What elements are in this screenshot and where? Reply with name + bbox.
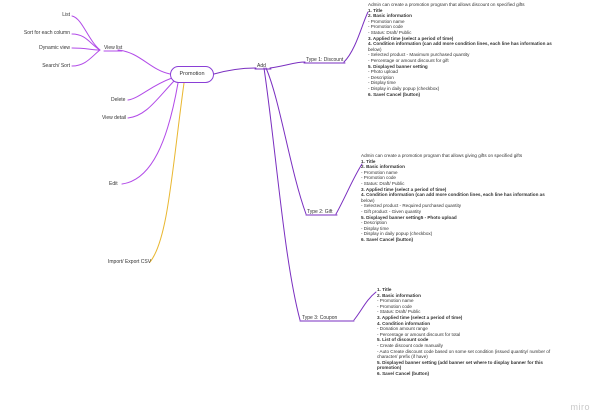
node-view-detail[interactable]: View detail: [102, 115, 127, 121]
detail-line: 1. Title: [377, 287, 392, 292]
edge-root-delete: [127, 77, 173, 101]
detail-line: - Promotion name: [368, 18, 405, 24]
detail-line: - Selected product - Required purchased …: [361, 203, 462, 209]
node-dynamic-view[interactable]: Dynamic view: [39, 45, 70, 51]
detail-line: - Status: Draft/ Public: [377, 309, 421, 315]
detail-line: - Create discount code manually: [377, 342, 443, 348]
detail-line: 5. Displayed banner setting: [368, 63, 428, 69]
node-delete[interactable]: Delete: [111, 97, 126, 103]
edge-root-edit: [121, 82, 179, 185]
edge-root-import-export: [149, 82, 185, 263]
detail-line: 5. Displayed banner setting5 - Photo upl…: [361, 214, 457, 220]
edge-type3-detail: [353, 291, 377, 321]
detail-line: - Percentage or amount discount for gift: [368, 57, 449, 63]
detail-line: 4. Condition information: [377, 320, 431, 326]
edge-root-view-detail: [127, 80, 175, 119]
detail-line: below): [368, 46, 382, 52]
detail-line: 2. Basic information: [368, 13, 412, 19]
detail-line: promotion): [377, 365, 402, 371]
detail-line: below): [361, 197, 375, 203]
edge-add-type1: [269, 61, 306, 69]
edge-view-list-dynamic-view: [71, 47, 101, 51]
detail-line: Admin can create a promotion program tha…: [361, 153, 523, 158]
edge-root-add: [213, 67, 257, 75]
detail-line: - Status: Draft/ Public: [361, 180, 405, 186]
node-type2-gift[interactable]: Type 2: Gift: [307, 209, 333, 215]
detail-line: - Description: [361, 220, 387, 226]
node-import-export-csv[interactable]: Import/ Export CSV: [108, 259, 152, 265]
edge-root-view-list: [117, 49, 171, 75]
detail-line: - Selected product - Maximum purchased q…: [368, 52, 470, 58]
detail-line: - Promotion code: [361, 175, 396, 181]
type1-detail-text: Admin can create a promotion program tha…: [368, 2, 552, 97]
detail-line: - Percentage or amount discount for tota…: [377, 331, 461, 337]
detail-line: 5. List of discount code: [377, 337, 429, 343]
detail-line: - Display in daily popup (checkbox): [368, 85, 440, 91]
edge-view-list-list: [71, 15, 101, 51]
detail-line: 3. Applied time (select a period of time…: [377, 314, 463, 320]
detail-line: 4. Condition information (can add more c…: [361, 192, 545, 198]
node-edit[interactable]: Edit: [109, 181, 118, 187]
edge-add-type3: [263, 67, 301, 321]
detail-line: - Status: Draft/ Public: [368, 29, 412, 35]
detail-line: 2. Basic information: [377, 292, 421, 298]
edge-add-type2: [265, 67, 307, 215]
detail-line: 5. Displayed banner setting (add banner …: [377, 359, 543, 365]
detail-line: - Description: [368, 74, 394, 80]
detail-line: - Promotion name: [361, 169, 398, 175]
edge-view-list-search-sort: [71, 49, 101, 67]
detail-line: - Display time: [368, 80, 396, 86]
type2-detail-text: Admin can create a promotion program tha…: [361, 153, 545, 243]
detail-line: 2. Basic information: [361, 164, 405, 170]
detail-line: - Promotion name: [377, 298, 414, 304]
detail-line: - Promotion code: [377, 303, 412, 309]
detail-line: - Photo upload: [368, 69, 398, 75]
detail-line: 4. Condition information (can add more c…: [368, 41, 552, 47]
node-sort-for-each-column[interactable]: Sort for each column: [23, 30, 70, 36]
miro-watermark: miro: [570, 402, 590, 412]
detail-line: Admin can create a promotion program tha…: [368, 2, 525, 7]
detail-line: character/ prefix (if have): [377, 354, 428, 360]
edge-type1-detail: [343, 11, 369, 63]
edge-type2-detail: [335, 163, 363, 215]
detail-line: - Gift product - Given quantity: [361, 208, 421, 214]
detail-line: 3. Applied time (select a period of time…: [368, 35, 454, 41]
node-list[interactable]: List: [62, 12, 70, 18]
detail-line: - Display in daily popup (checkbox): [361, 231, 433, 237]
node-search-sort[interactable]: Search/ Sort: [42, 63, 70, 69]
detail-line: 6. Save/ Cancel (button): [368, 91, 421, 97]
node-type3-coupon[interactable]: Type 3: Coupon: [302, 315, 338, 321]
node-type1-discount[interactable]: Type 1: Discount: [306, 57, 344, 63]
edge-view-list-sort-column: [71, 33, 101, 51]
detail-line: - Display time: [361, 225, 389, 231]
detail-line: - Donation amount range: [377, 326, 428, 332]
detail-line: 1. Title: [361, 158, 376, 164]
detail-line: 1. Title: [368, 7, 383, 13]
detail-line: 6. Save/ Cancel (button): [377, 370, 430, 376]
node-add[interactable]: Add: [257, 63, 266, 69]
node-view-list[interactable]: View list: [104, 45, 123, 51]
root-node-promotion[interactable]: Promotion: [170, 66, 214, 83]
detail-line: - Promotion code: [368, 24, 403, 30]
detail-line: 3. Applied time (select a period of time…: [361, 186, 447, 192]
detail-line: 6. Save/ Cancel (button): [361, 236, 414, 242]
detail-line: - Auto Create discount code based on som…: [377, 348, 551, 354]
